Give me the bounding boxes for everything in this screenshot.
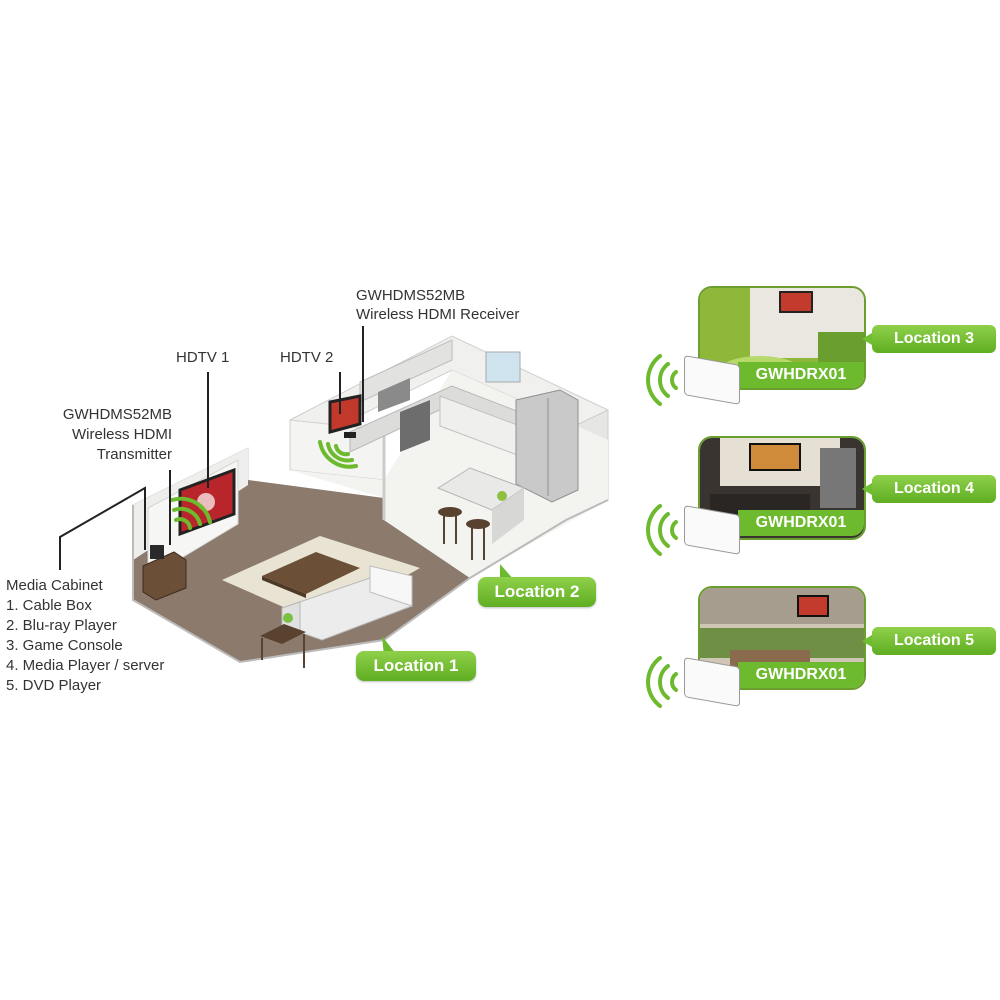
stove xyxy=(400,400,430,452)
stool-1 xyxy=(438,507,462,517)
media-item: 4. Media Player / server xyxy=(6,657,165,674)
side-table xyxy=(260,624,306,644)
receiver-model-label: GWHDMS52MB xyxy=(356,287,466,304)
media-item: 1. Cable Box xyxy=(6,597,92,614)
transmitter-desc2-label: Transmitter xyxy=(96,446,172,463)
location3-receiver-model: GWHDRX01 xyxy=(738,362,864,388)
media-item: 3. Game Console xyxy=(6,637,123,654)
island-side xyxy=(492,488,524,544)
location3-tag: Location 3 xyxy=(862,325,996,353)
media-cabinet xyxy=(142,551,187,601)
loc5-waves xyxy=(646,656,678,708)
media-cabinet-list: Media Cabinet 1. Cable Box 2. Blu-ray Pl… xyxy=(6,576,164,696)
plant-icon xyxy=(283,613,293,623)
cabinet-device xyxy=(150,545,164,559)
window xyxy=(485,351,521,383)
leader-lines xyxy=(59,326,364,570)
hdtv2-screen xyxy=(328,394,362,434)
sofa-back xyxy=(369,565,413,607)
hdtv1-label: HDTV 1 xyxy=(176,349,230,366)
receiver-desc-label: Wireless HDMI Receiver xyxy=(356,306,520,323)
loc4-waves xyxy=(646,504,678,556)
hdtv2-label: HDTV 2 xyxy=(280,349,334,366)
receiver-device xyxy=(344,432,356,438)
fridge xyxy=(515,389,579,503)
location1-tag: Location 1 xyxy=(356,651,476,681)
media-item: 2. Blu-ray Player xyxy=(6,617,117,634)
tv1-signal-waves xyxy=(170,496,212,530)
loc3-waves xyxy=(646,354,678,406)
transmitter-model-label: GWHDMS52MB xyxy=(62,406,172,423)
location2-tag: Location 2 xyxy=(478,577,596,607)
location5-receiver-model: GWHDRX01 xyxy=(738,662,864,688)
media-cabinet-title: Media Cabinet xyxy=(6,577,103,594)
stool-2 xyxy=(466,519,490,529)
location4-tag: Location 4 xyxy=(862,475,996,503)
coffee-table-side xyxy=(262,576,306,598)
hdtv1-graphic xyxy=(197,493,215,511)
transmitter-desc1-label: Wireless HDMI xyxy=(72,426,172,443)
media-item: 5. DVD Player xyxy=(6,677,102,694)
location4-receiver-model: GWHDRX01 xyxy=(738,510,864,536)
location5-tag: Location 5 xyxy=(862,627,996,655)
tv2-signal-waves xyxy=(318,440,358,469)
coffee-table xyxy=(262,552,360,594)
fruit-bowl xyxy=(497,491,507,501)
range-hood xyxy=(378,378,410,412)
